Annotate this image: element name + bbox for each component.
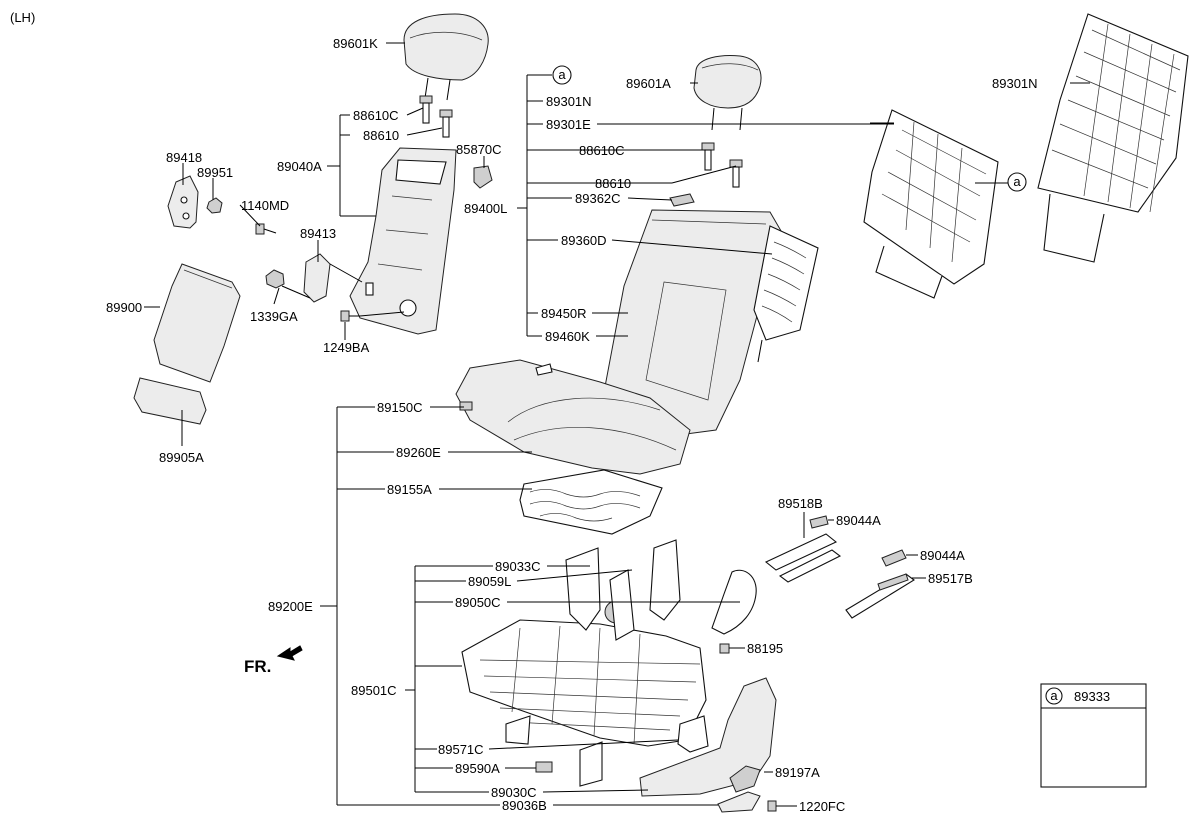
side-cover-drawing [639, 677, 777, 797]
label-89260E: 89260E [396, 445, 441, 460]
label-89030C: 89030C [491, 785, 537, 800]
backrest-panel-drawing [349, 147, 457, 335]
label-89044A-bottom: 89044A [920, 548, 965, 563]
label-1220FC: 1220FC [799, 799, 845, 814]
screw-1220fc-drawing [767, 800, 784, 812]
part-drawings [133, 13, 1189, 813]
label-89601A: 89601A [626, 76, 671, 91]
side-label: (LH) [10, 10, 35, 25]
label-89040A: 89040A [277, 159, 322, 174]
nut-1339ga-drawing [265, 269, 285, 289]
callout-circles: a a [552, 65, 1027, 192]
label-89360D: 89360D [561, 233, 607, 248]
callout-a-right-letter: a [1013, 174, 1021, 189]
guides-left-drawing [419, 95, 453, 138]
label-89200E: 89200E [268, 599, 313, 614]
leader-lines [144, 42, 1090, 807]
bolt-1140md-drawing [255, 223, 277, 235]
armrest-drawing [153, 263, 241, 383]
front-arrow-icon [276, 645, 303, 661]
label-89301N-right: 89301N [992, 76, 1038, 91]
label-89900: 89900 [106, 300, 142, 315]
label-89450R: 89450R [541, 306, 587, 321]
seat-pad-drawing [519, 469, 663, 535]
seat-frame-drawing [461, 539, 757, 787]
label-89501C: 89501C [351, 683, 397, 698]
label-89517B: 89517B [928, 571, 973, 586]
seat-rails-drawing [764, 533, 842, 583]
front-direction-indicator: FR. [244, 645, 303, 676]
label-89044A-top: 89044A [836, 513, 881, 528]
headrest-right-drawing [693, 55, 762, 131]
part-labels: (LH) 89601K 88610C 88610 89040A 89418 89… [10, 10, 1038, 814]
label-1140MD: 1140MD [241, 198, 289, 213]
label-89413: 89413 [300, 226, 336, 241]
backrest-cover-drawing [603, 209, 785, 435]
rail-89517b-drawing [845, 573, 915, 619]
bolt-88195-drawing [719, 643, 738, 654]
inset-letter: a [1050, 688, 1058, 703]
label-89033C: 89033C [495, 559, 541, 574]
label-88610C-left: 88610C [353, 108, 399, 123]
label-89951: 89951 [197, 165, 233, 180]
label-89460K: 89460K [545, 329, 590, 344]
inset-box: a 89333 [1040, 683, 1147, 788]
hinge-bracket-drawing [167, 175, 199, 229]
guides-right-drawing [701, 142, 743, 188]
front-label: FR. [244, 657, 271, 676]
label-89150C: 89150C [377, 400, 423, 415]
label-89571C: 89571C [438, 742, 484, 757]
label-88610-left: 88610 [363, 128, 399, 143]
switch-89590a-drawing [535, 761, 553, 773]
label-89400L: 89400L [464, 201, 507, 216]
callout-a-top: a [552, 65, 572, 85]
inset-part-number: 89333 [1074, 689, 1110, 704]
callout-a-top-letter: a [558, 67, 566, 82]
bolt-1249ba-drawing [340, 310, 360, 322]
label-89036B: 89036B [502, 798, 547, 813]
label-88610C-right: 88610C [579, 143, 625, 158]
label-89059L: 89059L [468, 574, 511, 589]
headrest-left-drawing [403, 13, 489, 101]
label-89050C: 89050C [455, 595, 501, 610]
label-89590A: 89590A [455, 761, 500, 776]
label-1249BA: 1249BA [323, 340, 370, 355]
clip-89044a-2-drawing [881, 549, 907, 567]
label-89518B: 89518B [778, 496, 823, 511]
label-89601K: 89601K [333, 36, 378, 51]
label-89905A: 89905A [159, 450, 204, 465]
label-89301N-middle: 89301N [546, 94, 592, 109]
backrest-pad-drawing [753, 225, 819, 363]
nut-89951-drawing [206, 197, 223, 214]
armrest-cap-drawing [133, 377, 207, 425]
label-89362C: 89362C [575, 191, 621, 206]
seatback-panel-far-right-drawing [1037, 13, 1189, 263]
plate-89362c-drawing [669, 193, 695, 207]
label-1339GA: 1339GA [250, 309, 298, 324]
label-89155A: 89155A [387, 482, 432, 497]
cover-89036b-drawing [717, 791, 761, 813]
callout-a-right: a [1007, 172, 1027, 192]
backrest-frame-right-drawing [863, 109, 999, 299]
label-89197A: 89197A [775, 765, 820, 780]
label-89301E: 89301E [546, 117, 591, 132]
clip-89044a-1-drawing [809, 515, 829, 529]
label-88610-right: 88610 [595, 176, 631, 191]
label-89418: 89418 [166, 150, 202, 165]
seat-cushion-drawing [455, 359, 691, 475]
bracket-89413-drawing [303, 253, 331, 303]
label-88195: 88195 [747, 641, 783, 656]
clip-85870c-drawing [473, 165, 493, 189]
label-85870C: 85870C [456, 142, 502, 157]
